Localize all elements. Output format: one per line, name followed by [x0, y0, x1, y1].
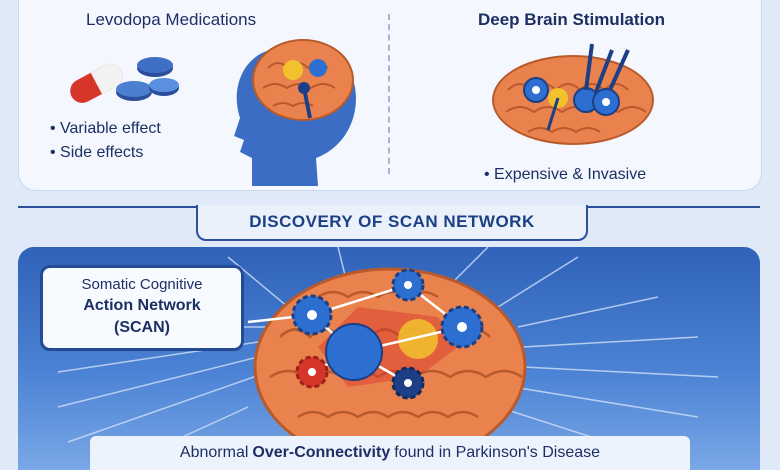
network-illustration [57, 247, 719, 467]
caption-emphasis: Over-Connectivity [252, 444, 391, 461]
caption-suffix: found in Parkinson's Disease [394, 444, 601, 461]
head-brain-icon [234, 39, 356, 186]
pills-icon [70, 57, 179, 103]
scan-label-line2: Action Network [83, 297, 201, 314]
caption-prefix: Abnormal [179, 444, 249, 461]
med-bullet-1-text: Variable effect [60, 120, 161, 137]
dbs-title: Deep Brain Stimulation [478, 10, 666, 29]
dbs-brain-icon [492, 43, 654, 145]
med-bullet-1: • Variable effect [50, 120, 161, 137]
scan-network-panel [18, 247, 760, 470]
scan-label-line1: Somatic Cognitive [81, 276, 203, 293]
discovery-banner: DISCOVERY OF SCAN NETWORK [196, 205, 588, 241]
levodopa-title: Levodopa Medications [86, 10, 257, 29]
med-bullet-2-text: Side effects [60, 144, 144, 161]
dbs-bullet-1: • Expensive & Invasive [484, 166, 647, 183]
scan-label-line3: (SCAN) [114, 319, 170, 336]
med-bullet-2: • Side effects [50, 144, 144, 161]
divider [388, 14, 390, 174]
dbs-bullet-1-text: Expensive & Invasive [494, 166, 647, 183]
caption: Abnormal Over-Connectivity found in Park… [90, 436, 690, 470]
scan-label-box: Somatic Cognitive Action Network (SCAN) [40, 265, 244, 351]
discovery-banner-title: DISCOVERY OF SCAN NETWORK [249, 212, 535, 231]
